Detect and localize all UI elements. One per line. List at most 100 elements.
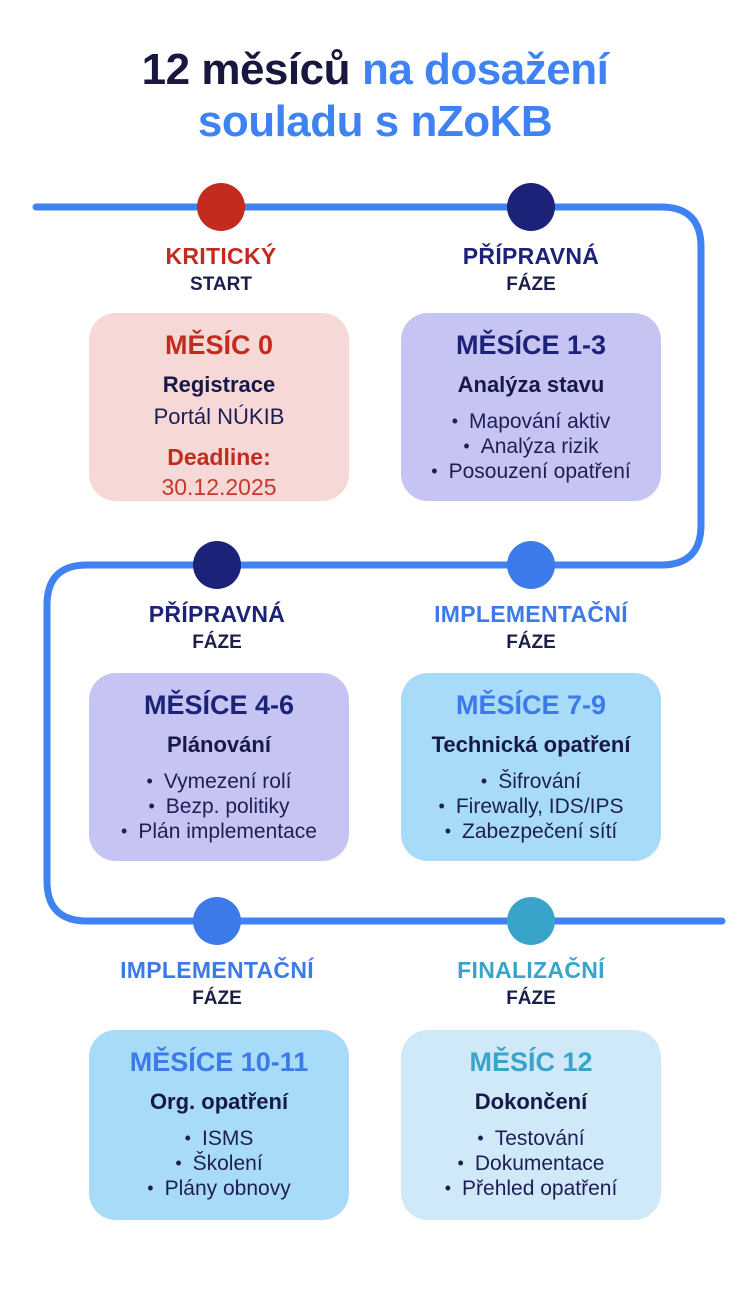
page-title-line2: souladu s nZoKB xyxy=(0,96,750,148)
card-subtitle: Technická opatření xyxy=(431,732,631,758)
phase-subtitle: FÁZE xyxy=(192,632,242,654)
list-item-text: Plány obnovy xyxy=(164,1176,291,1200)
card-subtitle: Analýza stavu xyxy=(457,372,605,398)
bullet-icon: • xyxy=(431,460,438,481)
list-item: • Plán implementace xyxy=(97,819,341,844)
bullet-icon: • xyxy=(438,795,445,816)
list-item: • Bezp. politiky xyxy=(97,794,341,819)
list-item-text: Posouzení opatření xyxy=(448,459,631,483)
list-item-text: Analýza rizik xyxy=(480,434,599,458)
card-bullet-list: •Vymezení rolí • Bezp. politiky • Plán imp… xyxy=(97,769,341,844)
card-subtitle: Org. opatření xyxy=(149,1089,289,1115)
phase-title: IMPLEMENTAČNÍ xyxy=(434,601,628,627)
phase-subtitle: FÁZE xyxy=(192,988,242,1010)
phase-subtitle: FÁZE xyxy=(506,988,556,1010)
bullet-icon: • xyxy=(175,1152,182,1173)
deadline-label: Deadline: xyxy=(167,443,271,470)
list-item-text: Zabezpečení sítí xyxy=(462,819,618,843)
bullet-icon: • xyxy=(121,820,128,841)
card-months-7-9: MĚSÍCE 7-9 Technická opatření • Šifrování… xyxy=(401,673,661,861)
bullet-icon: • xyxy=(444,1177,452,1198)
phase-label-implementation-2: IMPLEMENTAČNÍ FÁZE xyxy=(67,957,367,1010)
card-bullet-list: •Mapování aktiv •Analýza rizik •Posouzen… xyxy=(409,409,653,484)
list-item: • Dokumentace xyxy=(409,1151,653,1176)
timeline-dot-months-10-11 xyxy=(193,897,241,945)
card-title: MĚSÍC 0 xyxy=(164,330,274,360)
card-bullet-list: • Testování • Dokumentace •Přehled opatřen… xyxy=(409,1126,653,1201)
card-title: MĚSÍCE 4-6 xyxy=(143,690,295,720)
list-item-text: Školení xyxy=(192,1151,263,1175)
list-item: • Firewally, IDS/IPS xyxy=(409,794,653,819)
card-month-12: MĚSÍC 12 Dokončení • Testování • Dokumenta… xyxy=(401,1030,661,1220)
card-months-10-11: MĚSÍCE 10-11 Org. opatření •ISMS •Školen… xyxy=(89,1030,349,1220)
list-item-text: Dokumentace xyxy=(474,1151,605,1175)
timeline-dot-months-4-6 xyxy=(193,541,241,589)
list-item-text: ISMS xyxy=(201,1126,254,1150)
page-title-dark-part: 12 měsíců xyxy=(141,45,351,94)
list-item-text: Testování xyxy=(494,1126,585,1150)
card-months-1-3: MĚSÍCE 1-3 Analýza stavu •Mapování aktiv… xyxy=(401,313,661,501)
card-months-4-6: MĚSÍCE 4-6 Plánování •Vymezení rolí • Bez… xyxy=(89,673,349,861)
card-bullet-list: •ISMS •Školení •Plány obnovy xyxy=(97,1126,341,1201)
list-item: • Zabezpečení sítí xyxy=(409,819,653,844)
deadline-value: 30.12.2025 xyxy=(161,474,277,501)
bullet-icon: • xyxy=(444,820,452,841)
bullet-icon: • xyxy=(147,1177,154,1198)
list-item: • Posouzení opatření xyxy=(409,459,653,484)
bullet-icon: • xyxy=(184,1127,191,1148)
phase-label-finalization: FINALIZAČNÍ FÁZE xyxy=(381,957,681,1010)
phase-label-preparation-1: PŘÍPRAVNÁ FÁZE xyxy=(381,243,681,296)
card-month-0: MĚSÍC 0 Registrace Portál NÚKIB Deadline… xyxy=(89,313,349,501)
list-item: •Vymezení rolí xyxy=(97,769,341,794)
phase-label-preparation-2: PŘÍPRAVNÁ FÁZE xyxy=(67,601,367,654)
bullet-icon: • xyxy=(148,795,155,816)
list-item-text: Mapování aktiv xyxy=(469,409,611,433)
phase-title: KRITICKÝ xyxy=(165,243,277,269)
card-bullet-list: •Šifrování •Firewally, IDS/IPS •Zabezpeč… xyxy=(409,769,653,844)
list-item: • Mapování aktiv xyxy=(409,409,653,434)
list-item: • Šifrování xyxy=(409,769,653,794)
list-item-text: Plán implementace xyxy=(138,819,317,843)
list-item: •Přehled opatření xyxy=(409,1176,653,1201)
bullet-icon: • xyxy=(463,435,470,456)
card-subtitle: Plánování xyxy=(167,732,271,758)
timeline-dot-month-0 xyxy=(197,183,245,231)
card-title: MĚSÍC 12 xyxy=(469,1047,593,1077)
list-item-text: Šifrování xyxy=(498,769,582,793)
list-item: • Školení xyxy=(97,1151,341,1176)
list-item: • Analýza rizik xyxy=(409,434,653,459)
phase-title: PŘÍPRAVNÁ xyxy=(462,243,600,269)
page-title-accent-part: na dosažení xyxy=(361,45,609,94)
phase-subtitle: START xyxy=(190,274,252,296)
list-item: • ISMS xyxy=(97,1126,341,1151)
bullet-icon: • xyxy=(451,410,459,431)
list-item-text: Firewally, IDS/IPS xyxy=(455,794,624,818)
phase-title: PŘÍPRAVNÁ xyxy=(148,601,286,627)
phase-subtitle: FÁZE xyxy=(506,632,556,654)
phase-title: FINALIZAČNÍ xyxy=(457,957,605,983)
phase-title: IMPLEMENTAČNÍ xyxy=(120,957,314,983)
timeline-dot-months-1-3 xyxy=(507,183,555,231)
timeline-dot-month-12 xyxy=(507,897,555,945)
phase-label-critical-start: KRITICKÝ START xyxy=(71,243,371,296)
list-item: • Plány obnovy xyxy=(97,1176,341,1201)
phase-label-implementation-1: IMPLEMENTAČNÍ FÁZE xyxy=(381,601,681,654)
card-subtitle: Registrace xyxy=(162,372,276,398)
bullet-icon: • xyxy=(146,770,153,791)
timeline-dot-months-7-9 xyxy=(507,541,555,589)
page-title-line2-text: souladu s nZoKB xyxy=(197,96,553,146)
card-title: MĚSÍCE 10-11 xyxy=(129,1047,309,1077)
timeline-path xyxy=(32,203,726,925)
card-title: MĚSÍCE 7-9 xyxy=(455,690,607,720)
bullet-icon: • xyxy=(480,770,488,791)
card-title: MĚSÍCE 1-3 xyxy=(455,330,607,360)
bullet-icon: • xyxy=(457,1152,464,1173)
list-item-text: Bezp. politiky xyxy=(165,794,290,818)
card-subtitle: Dokončení xyxy=(474,1089,588,1115)
bullet-icon: • xyxy=(477,1127,484,1148)
card-detail-line: Portál NÚKIB xyxy=(153,403,285,429)
